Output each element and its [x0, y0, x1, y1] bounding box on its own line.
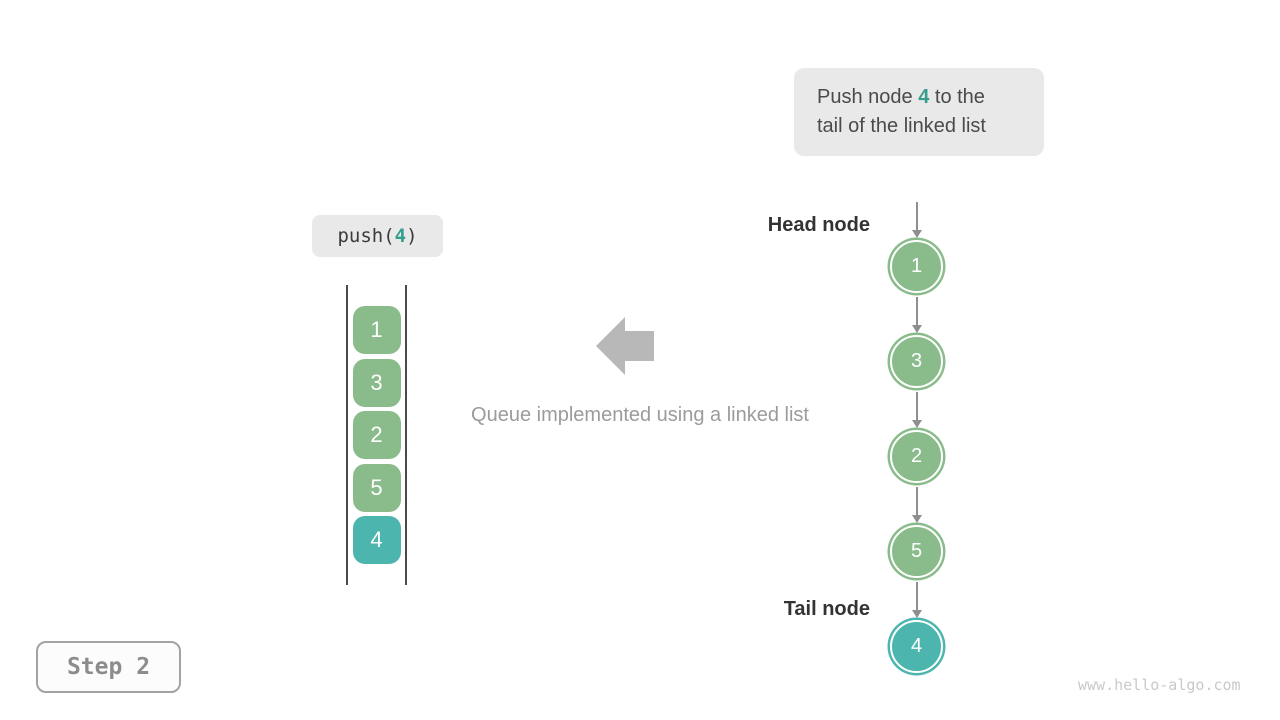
linked-list-node: 1	[890, 240, 943, 293]
annotation-text-line2: tail of the linked list	[817, 115, 986, 137]
diagram-caption: Queue implemented using a linked list	[471, 404, 809, 426]
linked-list-item: 2	[890, 388, 943, 483]
down-arrow-connector-icon	[911, 198, 922, 240]
linked-list-node: 2	[890, 430, 943, 483]
step-indicator: Step 2	[36, 641, 181, 693]
queue-cell: 5	[352, 463, 401, 512]
queue-cell: 1	[352, 306, 401, 354]
down-arrow-connector-icon	[911, 388, 922, 430]
push-annotation-bubble: Push node 4 to the tail of the linked li…	[794, 68, 1044, 156]
queue-abstract-stack: 1 3 2 5 4	[346, 285, 407, 585]
arrow-shaft	[625, 331, 654, 361]
linked-list-node: 4	[890, 620, 943, 673]
linked-list-item: 3	[890, 293, 943, 388]
queue-cell: 3	[352, 358, 401, 407]
down-arrow-connector-icon	[911, 483, 922, 525]
push-arg-value: 4	[394, 225, 407, 247]
queue-cell: 4	[352, 516, 401, 564]
left-block-arrow-icon	[596, 317, 654, 375]
linked-list-item: 5	[890, 483, 943, 578]
linked-list-item: 4	[890, 578, 943, 673]
arrow-head	[596, 317, 625, 375]
watermark-url: www.hello-algo.com	[1078, 676, 1241, 694]
linked-list-node: 3	[890, 335, 943, 388]
linked-list: 1 3 2	[890, 198, 943, 673]
tail-node-label: Tail node	[783, 598, 870, 620]
annotation-text-line1: Push node 4 to the	[817, 86, 985, 108]
down-arrow-connector-icon	[911, 578, 922, 620]
linked-list-node: 5	[890, 525, 943, 578]
queue-cell: 2	[352, 411, 401, 459]
linked-list-item: 1	[890, 198, 943, 293]
down-arrow-connector-icon	[911, 293, 922, 335]
head-node-label: Head node	[767, 214, 870, 236]
push-call-label: push(4)	[312, 215, 443, 257]
highlighted-node-value: 4	[918, 86, 930, 108]
